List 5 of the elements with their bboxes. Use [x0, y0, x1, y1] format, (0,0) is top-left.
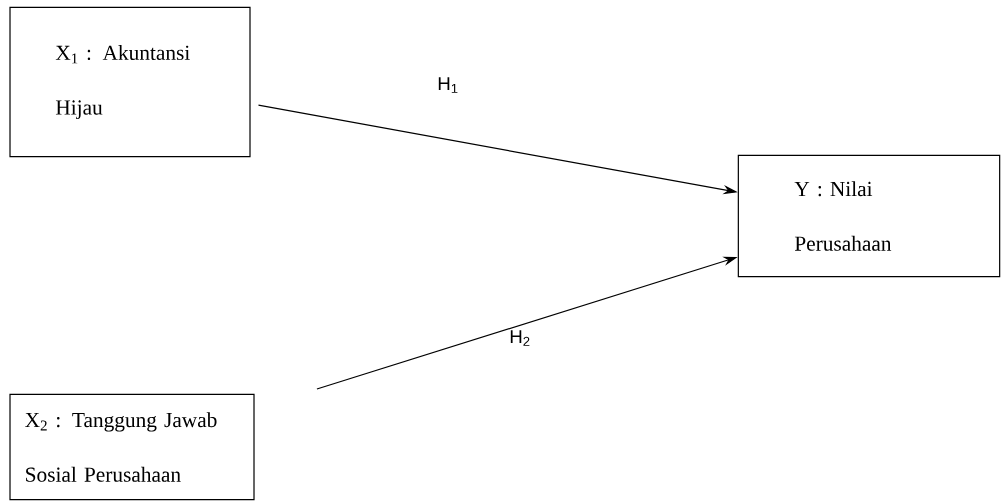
text-box: X$_{2}$ : Tanggung Jawab Sosial Perusahaan — [9, 393, 255, 501]
edge-label: H$_{2}$ — [510, 330, 530, 346]
text-box: X$_{1}$ : Akuntansi Hijau — [9, 6, 251, 158]
edge-label: H$_{1}$ — [438, 77, 458, 93]
text-box: Y : Nilai Perusahaan — [737, 154, 1001, 278]
